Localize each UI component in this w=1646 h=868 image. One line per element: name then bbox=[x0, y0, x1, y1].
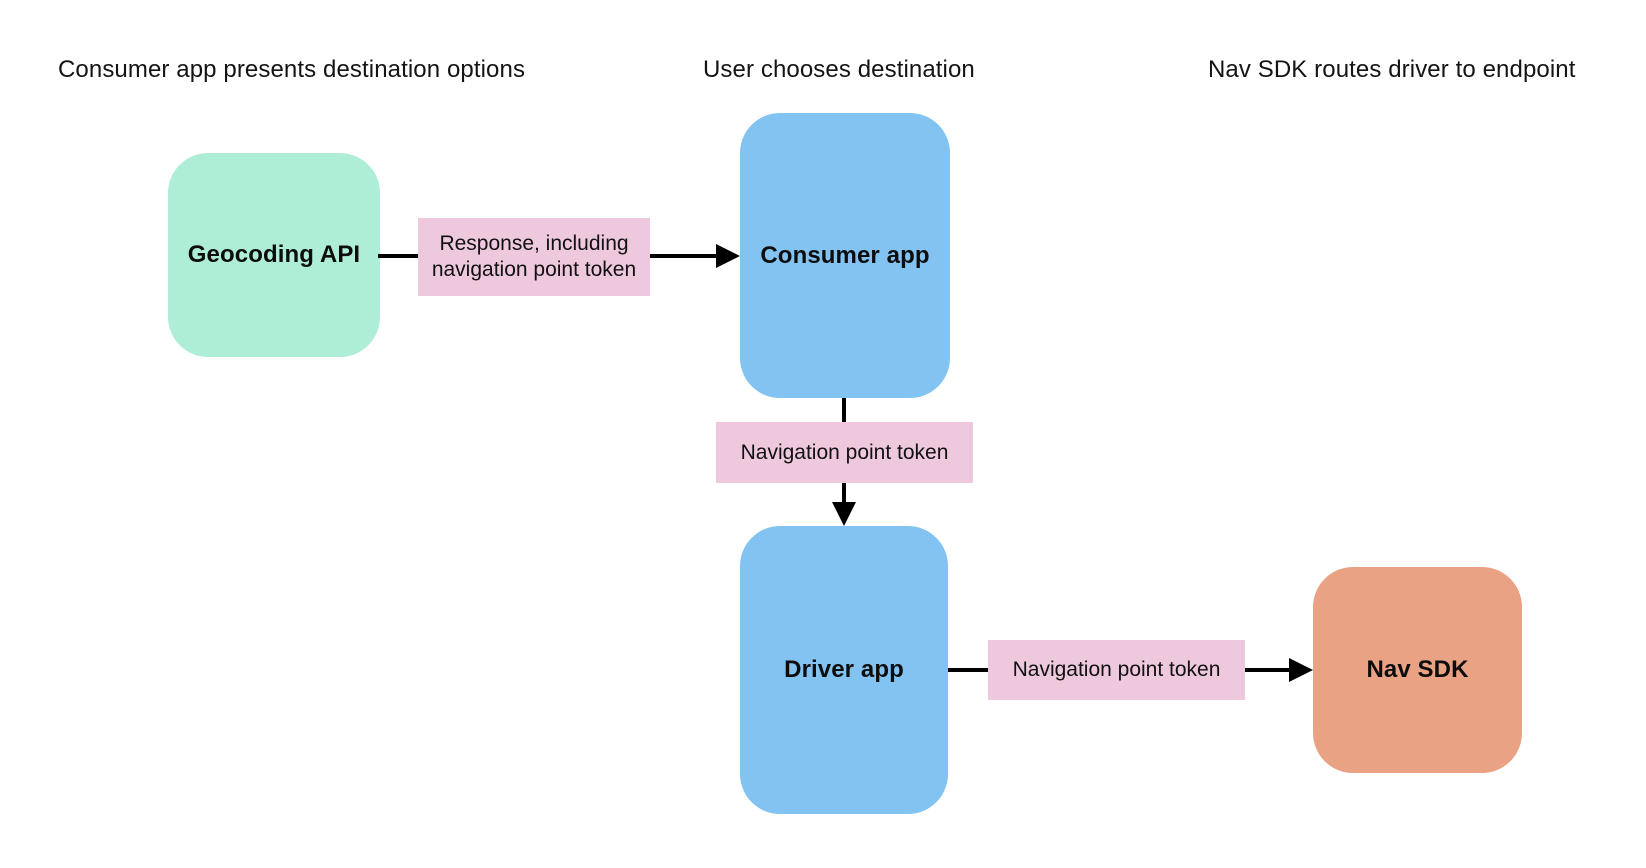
node-driver-app: Driver app bbox=[740, 526, 948, 814]
node-driver-app-label: Driver app bbox=[784, 656, 904, 683]
edge-consumer-to-label-line bbox=[842, 398, 846, 422]
edge-label-text: Navigation point token bbox=[740, 440, 949, 464]
column-header-user-chooses: User chooses destination bbox=[703, 56, 975, 83]
edge-label-text: Navigation point token bbox=[1012, 658, 1221, 682]
arrowhead-into-nav-sdk bbox=[1289, 658, 1313, 682]
edge-geocoding-to-label-line bbox=[378, 254, 418, 258]
edge-label-navigation-point-token-1: Navigation point token bbox=[716, 422, 973, 483]
edge-label-text: Response, including navigation point tok… bbox=[431, 232, 637, 281]
node-consumer-app: Consumer app bbox=[740, 113, 950, 398]
edge-label-to-driver-line bbox=[842, 483, 846, 504]
column-header-navsdk-routes: Nav SDK routes driver to endpoint bbox=[1208, 56, 1576, 83]
node-geocoding-api: Geocoding API bbox=[168, 153, 380, 357]
node-nav-sdk: Nav SDK bbox=[1313, 567, 1522, 773]
node-nav-sdk-label: Nav SDK bbox=[1366, 656, 1469, 683]
edge-label-to-consumer-line bbox=[650, 254, 718, 258]
edge-label-to-navsdk-line bbox=[1245, 668, 1291, 672]
column-header-consumer-presents: Consumer app presents destination option… bbox=[58, 56, 526, 83]
arrowhead-into-consumer-app bbox=[716, 244, 740, 268]
edge-label-navigation-point-token-2: Navigation point token bbox=[988, 640, 1245, 700]
node-geocoding-api-label: Geocoding API bbox=[187, 241, 361, 268]
edge-label-response-including-token: Response, including navigation point tok… bbox=[418, 218, 650, 296]
edge-driver-to-label-line bbox=[948, 668, 988, 672]
node-consumer-app-label: Consumer app bbox=[760, 241, 930, 269]
arrowhead-into-driver-app bbox=[832, 502, 856, 526]
